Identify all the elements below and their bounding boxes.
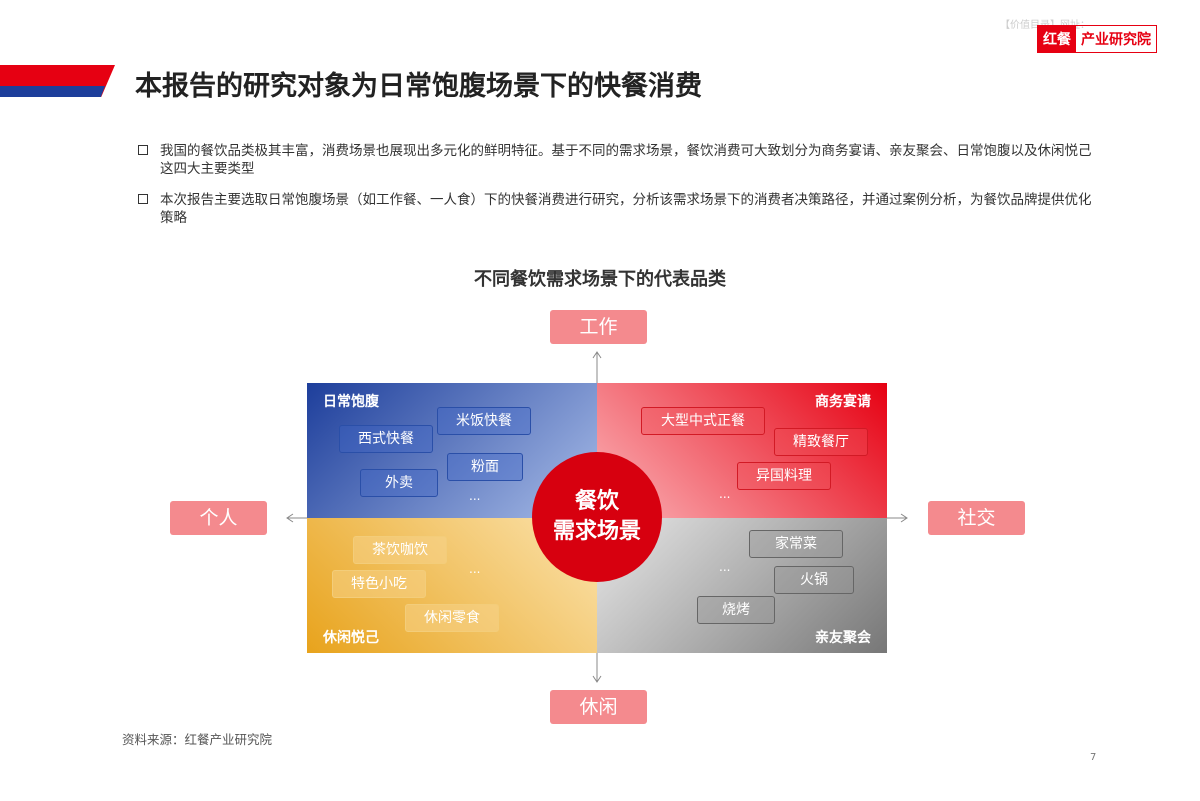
tag: 米饭快餐	[437, 407, 531, 435]
page-number: 7	[1090, 752, 1097, 763]
tag: 外卖	[360, 469, 438, 497]
source-note: 资料来源：红餐产业研究院	[122, 732, 273, 747]
axis-label-bottom: 休闲	[550, 690, 647, 724]
diagram-title: 不同餐饮需求场景下的代表品类	[474, 269, 726, 290]
quadrant-leisure: 休闲悦己 茶饮咖饮 特色小吃 休闲零食 ...	[307, 518, 597, 653]
tag: 茶饮咖饮	[353, 536, 447, 564]
axis-label-right: 社交	[928, 501, 1025, 535]
tag: 家常菜	[749, 530, 843, 558]
tag: 大型中式正餐	[641, 407, 765, 435]
bullet-1: 我国的餐饮品类极其丰富，消费场景也展现出多元化的鲜明特征。基于不同的需求场景，餐…	[138, 142, 1100, 178]
tag: 西式快餐	[339, 425, 433, 453]
title-banner-blue	[0, 86, 105, 97]
tag: 火锅	[774, 566, 854, 594]
tag: 精致餐厅	[774, 428, 868, 456]
quadrant-daily: 日常饱腹 米饭快餐 西式快餐 粉面 外卖 ...	[307, 383, 597, 518]
tag: 烧烤	[697, 596, 775, 624]
bullet-2: 本次报告主要选取日常饱腹场景（如工作餐、一人食）下的快餐消费进行研究，分析该需求…	[138, 191, 1100, 227]
tag: 粉面	[447, 453, 523, 481]
axis-label-top: 工作	[550, 310, 647, 344]
tag: 异国料理	[737, 462, 831, 490]
center-circle: 餐饮需求场景	[532, 452, 662, 582]
brand-logo: 红餐产业研究院	[1037, 25, 1157, 53]
page-title: 本报告的研究对象为日常饱腹场景下的快餐消费	[135, 71, 702, 102]
axis-label-left: 个人	[170, 501, 267, 535]
tag: 特色小吃	[332, 570, 426, 598]
tag: 休闲零食	[405, 604, 499, 632]
